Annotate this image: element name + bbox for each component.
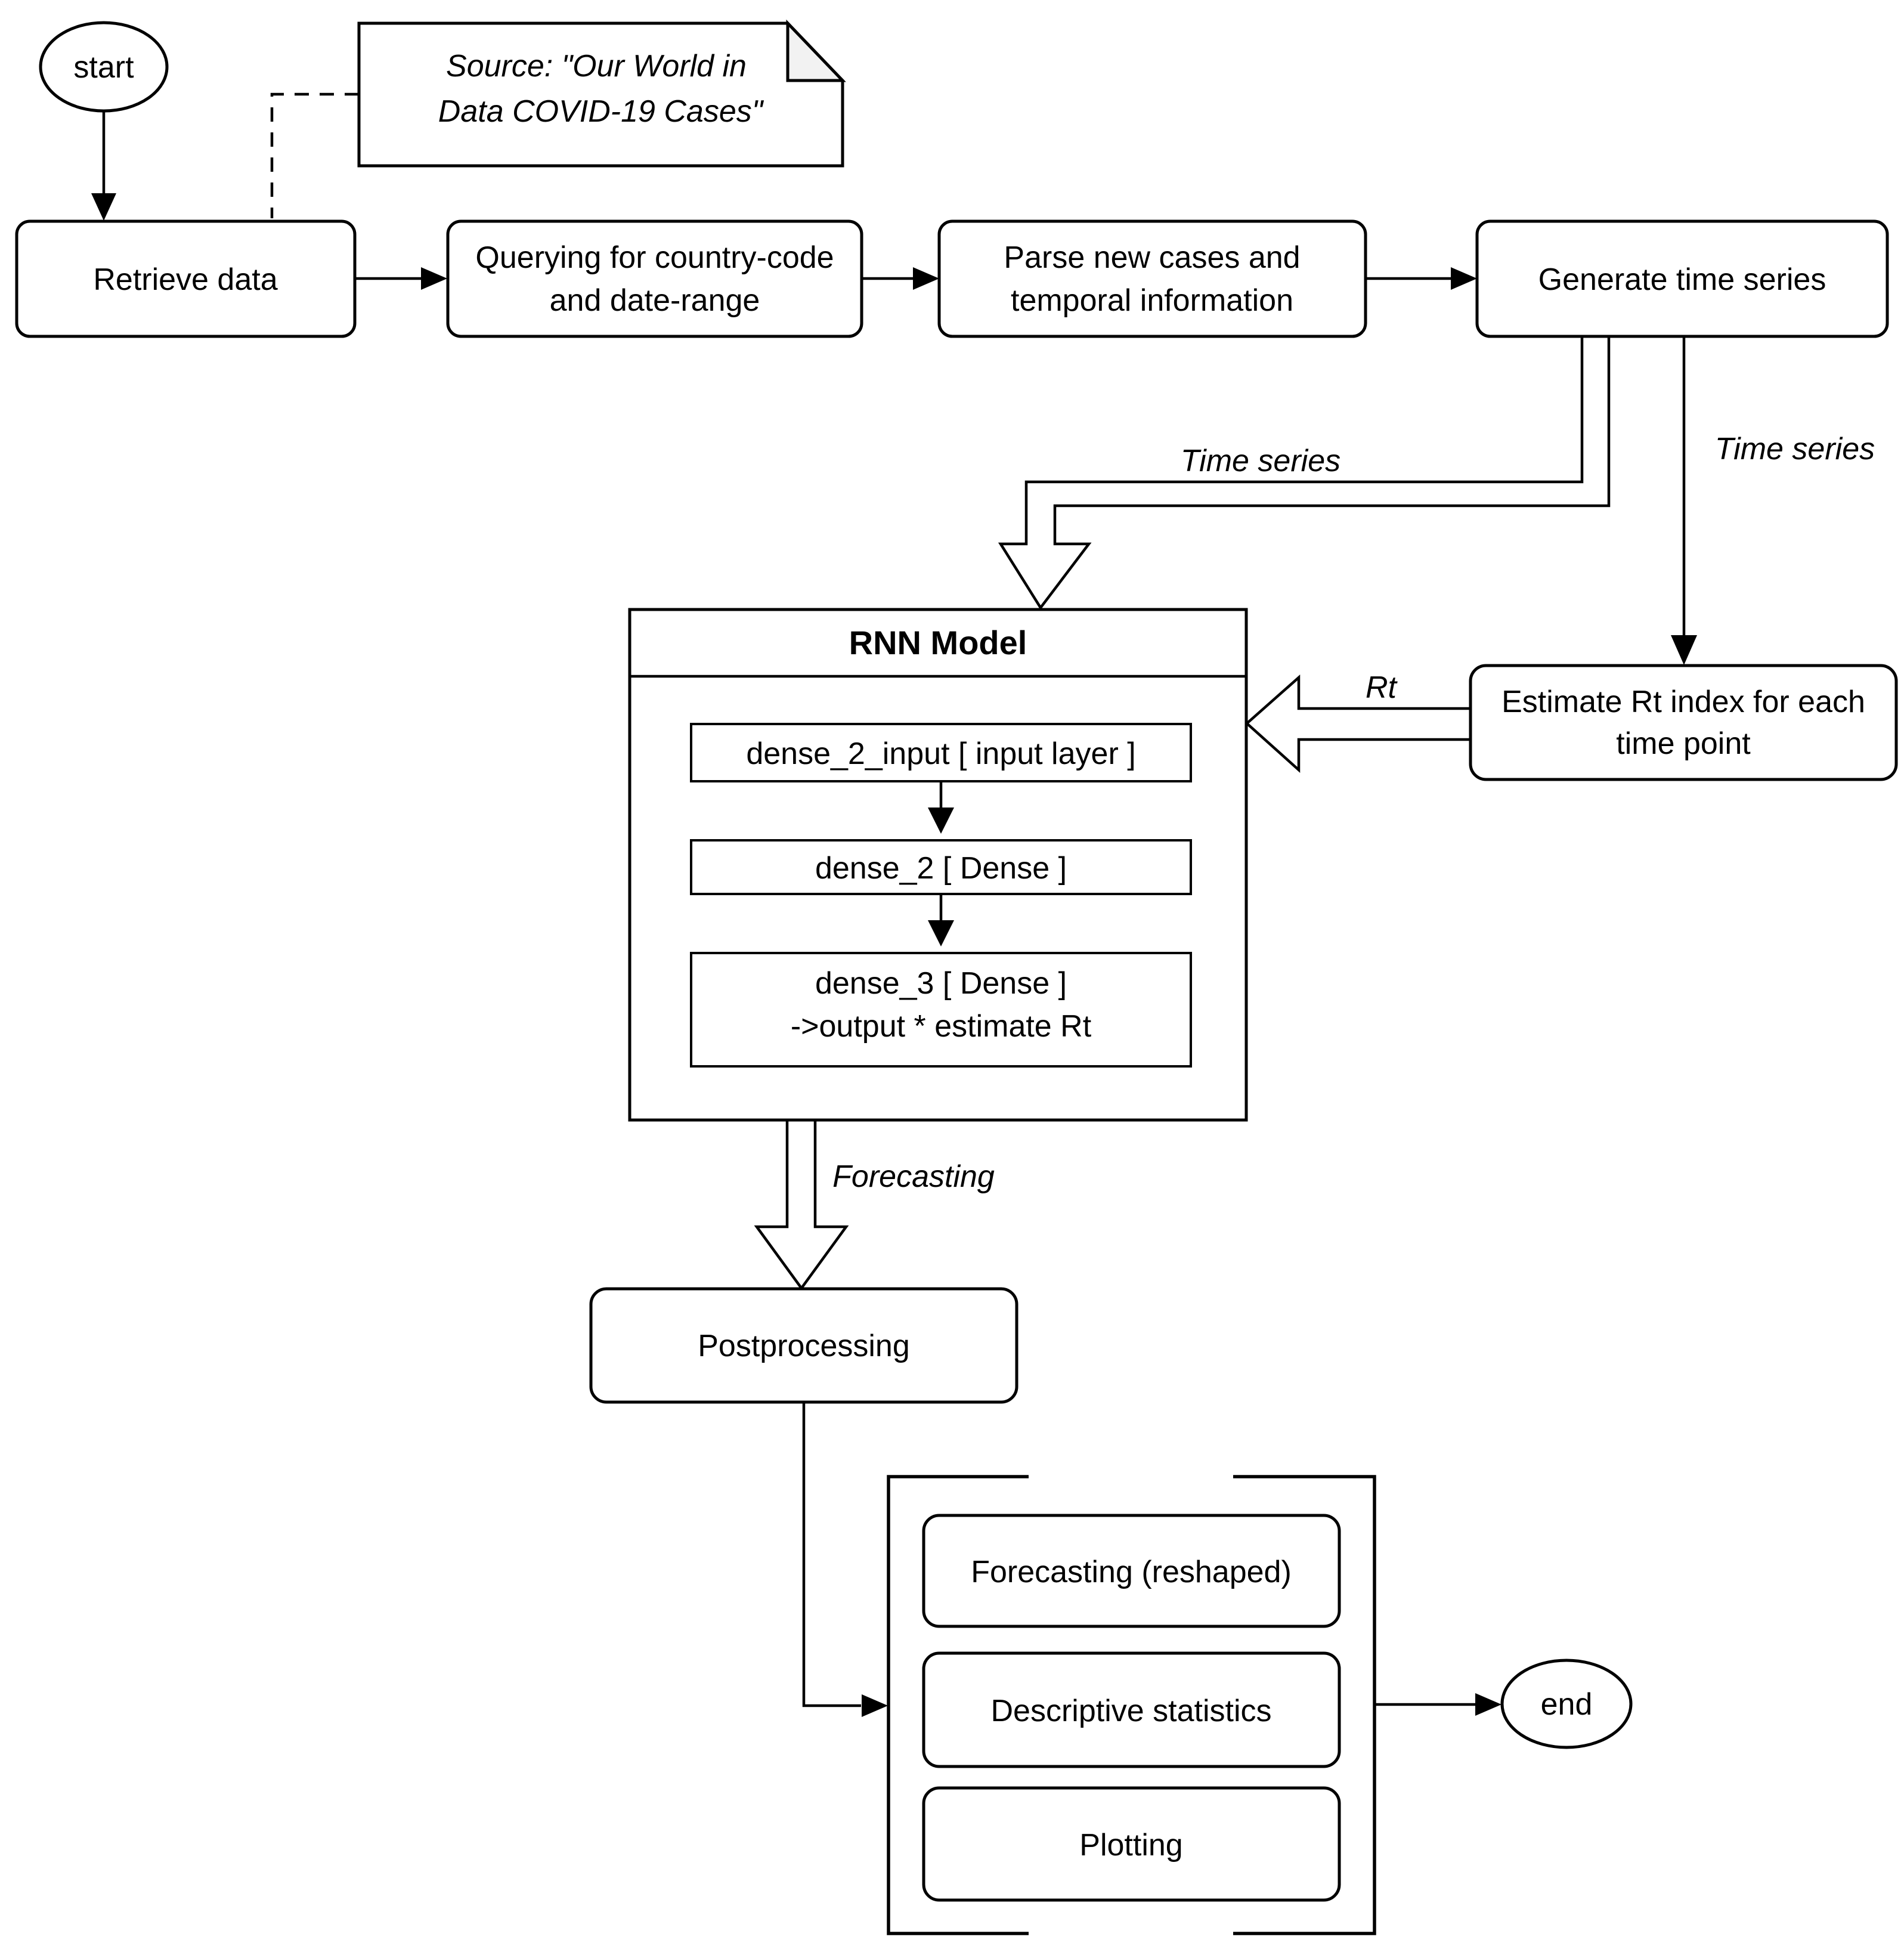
source-note-line1: Source: "Our World in xyxy=(446,49,747,83)
node-parse-line2: temporal information xyxy=(1011,283,1293,318)
arrowhead-parse-to-generate xyxy=(1451,267,1477,290)
node-generate-time-series xyxy=(1475,219,1889,338)
node-parse xyxy=(937,219,1367,338)
arrowhead-dense2-to-dense3 xyxy=(928,920,954,946)
node-parse-line1: Parse new cases and xyxy=(1004,240,1300,275)
block-arrow-forecasting xyxy=(754,1120,849,1291)
node-generate-time-series-label: Generate time series xyxy=(1538,262,1826,297)
start-label: start xyxy=(73,50,134,85)
arrowhead-postprocessing-to-group xyxy=(862,1694,888,1717)
node-postprocessing-label: Postprocessing xyxy=(698,1329,910,1363)
arrowhead-generate-to-estimate xyxy=(1671,635,1697,665)
edge-note-dashed-link xyxy=(270,92,359,218)
edge-label-forecasting: Forecasting xyxy=(832,1159,995,1194)
node-plotting xyxy=(922,1786,1341,1902)
edge-label-rt: Rt xyxy=(1366,670,1398,705)
source-note xyxy=(357,21,844,168)
node-retrieve-data xyxy=(15,219,357,338)
node-descriptive-statistics xyxy=(922,1651,1341,1768)
arrowhead-retrieve-to-querying xyxy=(421,267,447,290)
output-group-bracket-left xyxy=(887,1475,1029,1935)
arrowhead-input-to-dense2 xyxy=(928,808,954,834)
node-descriptive-statistics-label: Descriptive statistics xyxy=(991,1694,1272,1728)
source-note-line2: Data COVID-19 Cases" xyxy=(438,94,764,129)
end-label: end xyxy=(1541,1687,1593,1722)
edge-postprocessing-to-group xyxy=(802,1402,861,1707)
node-querying-line1: Querying for country-code xyxy=(475,240,834,275)
edge-label-time-series-right: Time series xyxy=(1715,432,1875,466)
arrowhead-group-to-end xyxy=(1475,1693,1501,1716)
block-arrow-rt xyxy=(1244,675,1470,774)
rnn-layer-input xyxy=(690,723,1192,782)
rnn-layer-dense3-line1: dense_3 [ Dense ] xyxy=(815,966,1067,1001)
rnn-model-title: RNN Model xyxy=(849,624,1027,661)
start-terminator xyxy=(39,21,169,113)
node-estimate-rt xyxy=(1469,664,1898,781)
node-forecasting-reshaped-label: Forecasting (reshaped) xyxy=(971,1555,1292,1589)
arrowhead-querying-to-parse xyxy=(913,267,939,290)
node-retrieve-data-label: Retrieve data xyxy=(93,262,277,297)
node-estimate-rt-line2: time point xyxy=(1616,726,1751,761)
source-note-fold-icon xyxy=(786,19,846,82)
rnn-layer-dense3 xyxy=(690,952,1192,1068)
edge-label-time-series-left: Time series xyxy=(1181,444,1340,478)
node-estimate-rt-line1: Estimate Rt index for each xyxy=(1501,685,1865,719)
arrowhead-start-to-retrieve xyxy=(91,193,116,221)
node-querying-line2: and date-range xyxy=(550,283,760,318)
node-querying xyxy=(446,219,863,338)
node-forecasting-reshaped xyxy=(922,1514,1341,1628)
node-plotting-label: Plotting xyxy=(1079,1828,1182,1863)
rnn-layer-dense3-line2: ->output * estimate Rt xyxy=(791,1009,1092,1044)
rnn-layer-dense2-label: dense_2 [ Dense ] xyxy=(815,851,1067,886)
end-terminator xyxy=(1500,1659,1633,1749)
block-arrow-time-series xyxy=(998,336,1611,610)
rnn-layer-input-label: dense_2_input [ input layer ] xyxy=(746,737,1135,771)
